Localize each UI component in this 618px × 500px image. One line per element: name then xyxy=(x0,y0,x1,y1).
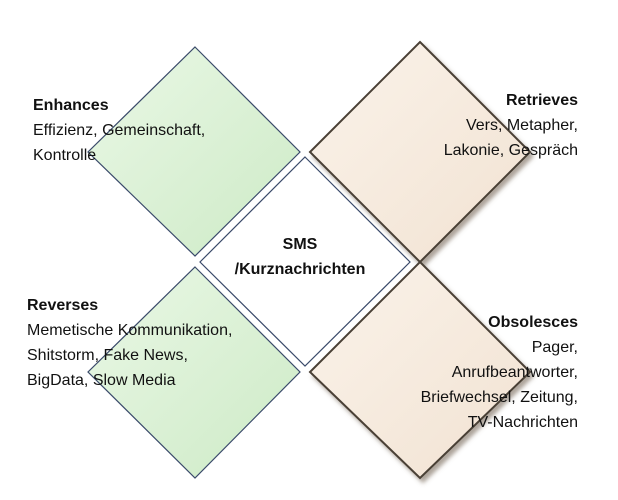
obsolesces-diamond xyxy=(308,260,532,480)
center-label: SMS /Kurznachrichten xyxy=(200,232,400,282)
enhances-title: Enhances xyxy=(33,97,109,114)
center-label-line2: /Kurznachrichten xyxy=(234,261,366,278)
enhances-line: Effizienz, Gemeinschaft, xyxy=(33,122,206,139)
enhances-line: Kontrolle xyxy=(33,147,97,164)
obsolesces-line: TV-Nachrichten xyxy=(467,414,578,431)
reverses-line: Shitstorm, Fake News, xyxy=(27,347,188,364)
reverses-line: Memetische Kommunikation, xyxy=(27,322,233,339)
retrieves-line: Vers, Metapher, xyxy=(465,117,578,134)
reverses-line: BigData, Slow Media xyxy=(27,372,176,389)
obsolesces-line: Anrufbeantworter, xyxy=(451,364,578,381)
retrieves-line: Lakonie, Gespräch xyxy=(443,142,578,159)
reverses-title: Reverses xyxy=(27,297,99,314)
center-label-line1: SMS xyxy=(282,236,318,253)
enhances-diamond xyxy=(87,46,301,257)
retrieves-title: Retrieves xyxy=(505,92,578,109)
enhances-block: Enhances Effizienz, Gemeinschaft, Kontro… xyxy=(33,93,205,168)
obsolesces-line: Pager, xyxy=(531,339,578,356)
retrieves-block: Retrieves Vers, Metapher, Lakonie, Gespr… xyxy=(444,88,578,163)
reverses-diamond xyxy=(87,266,301,479)
obsolesces-block: Obsolesces Pager, Anrufbeantworter, Brie… xyxy=(421,310,578,435)
center-diamond xyxy=(199,156,411,367)
obsolesces-line: Briefwechsel, Zeitung, xyxy=(420,389,578,406)
reverses-block: Reverses Memetische Kommunikation, Shits… xyxy=(27,293,232,393)
obsolesces-title: Obsolesces xyxy=(488,314,578,331)
